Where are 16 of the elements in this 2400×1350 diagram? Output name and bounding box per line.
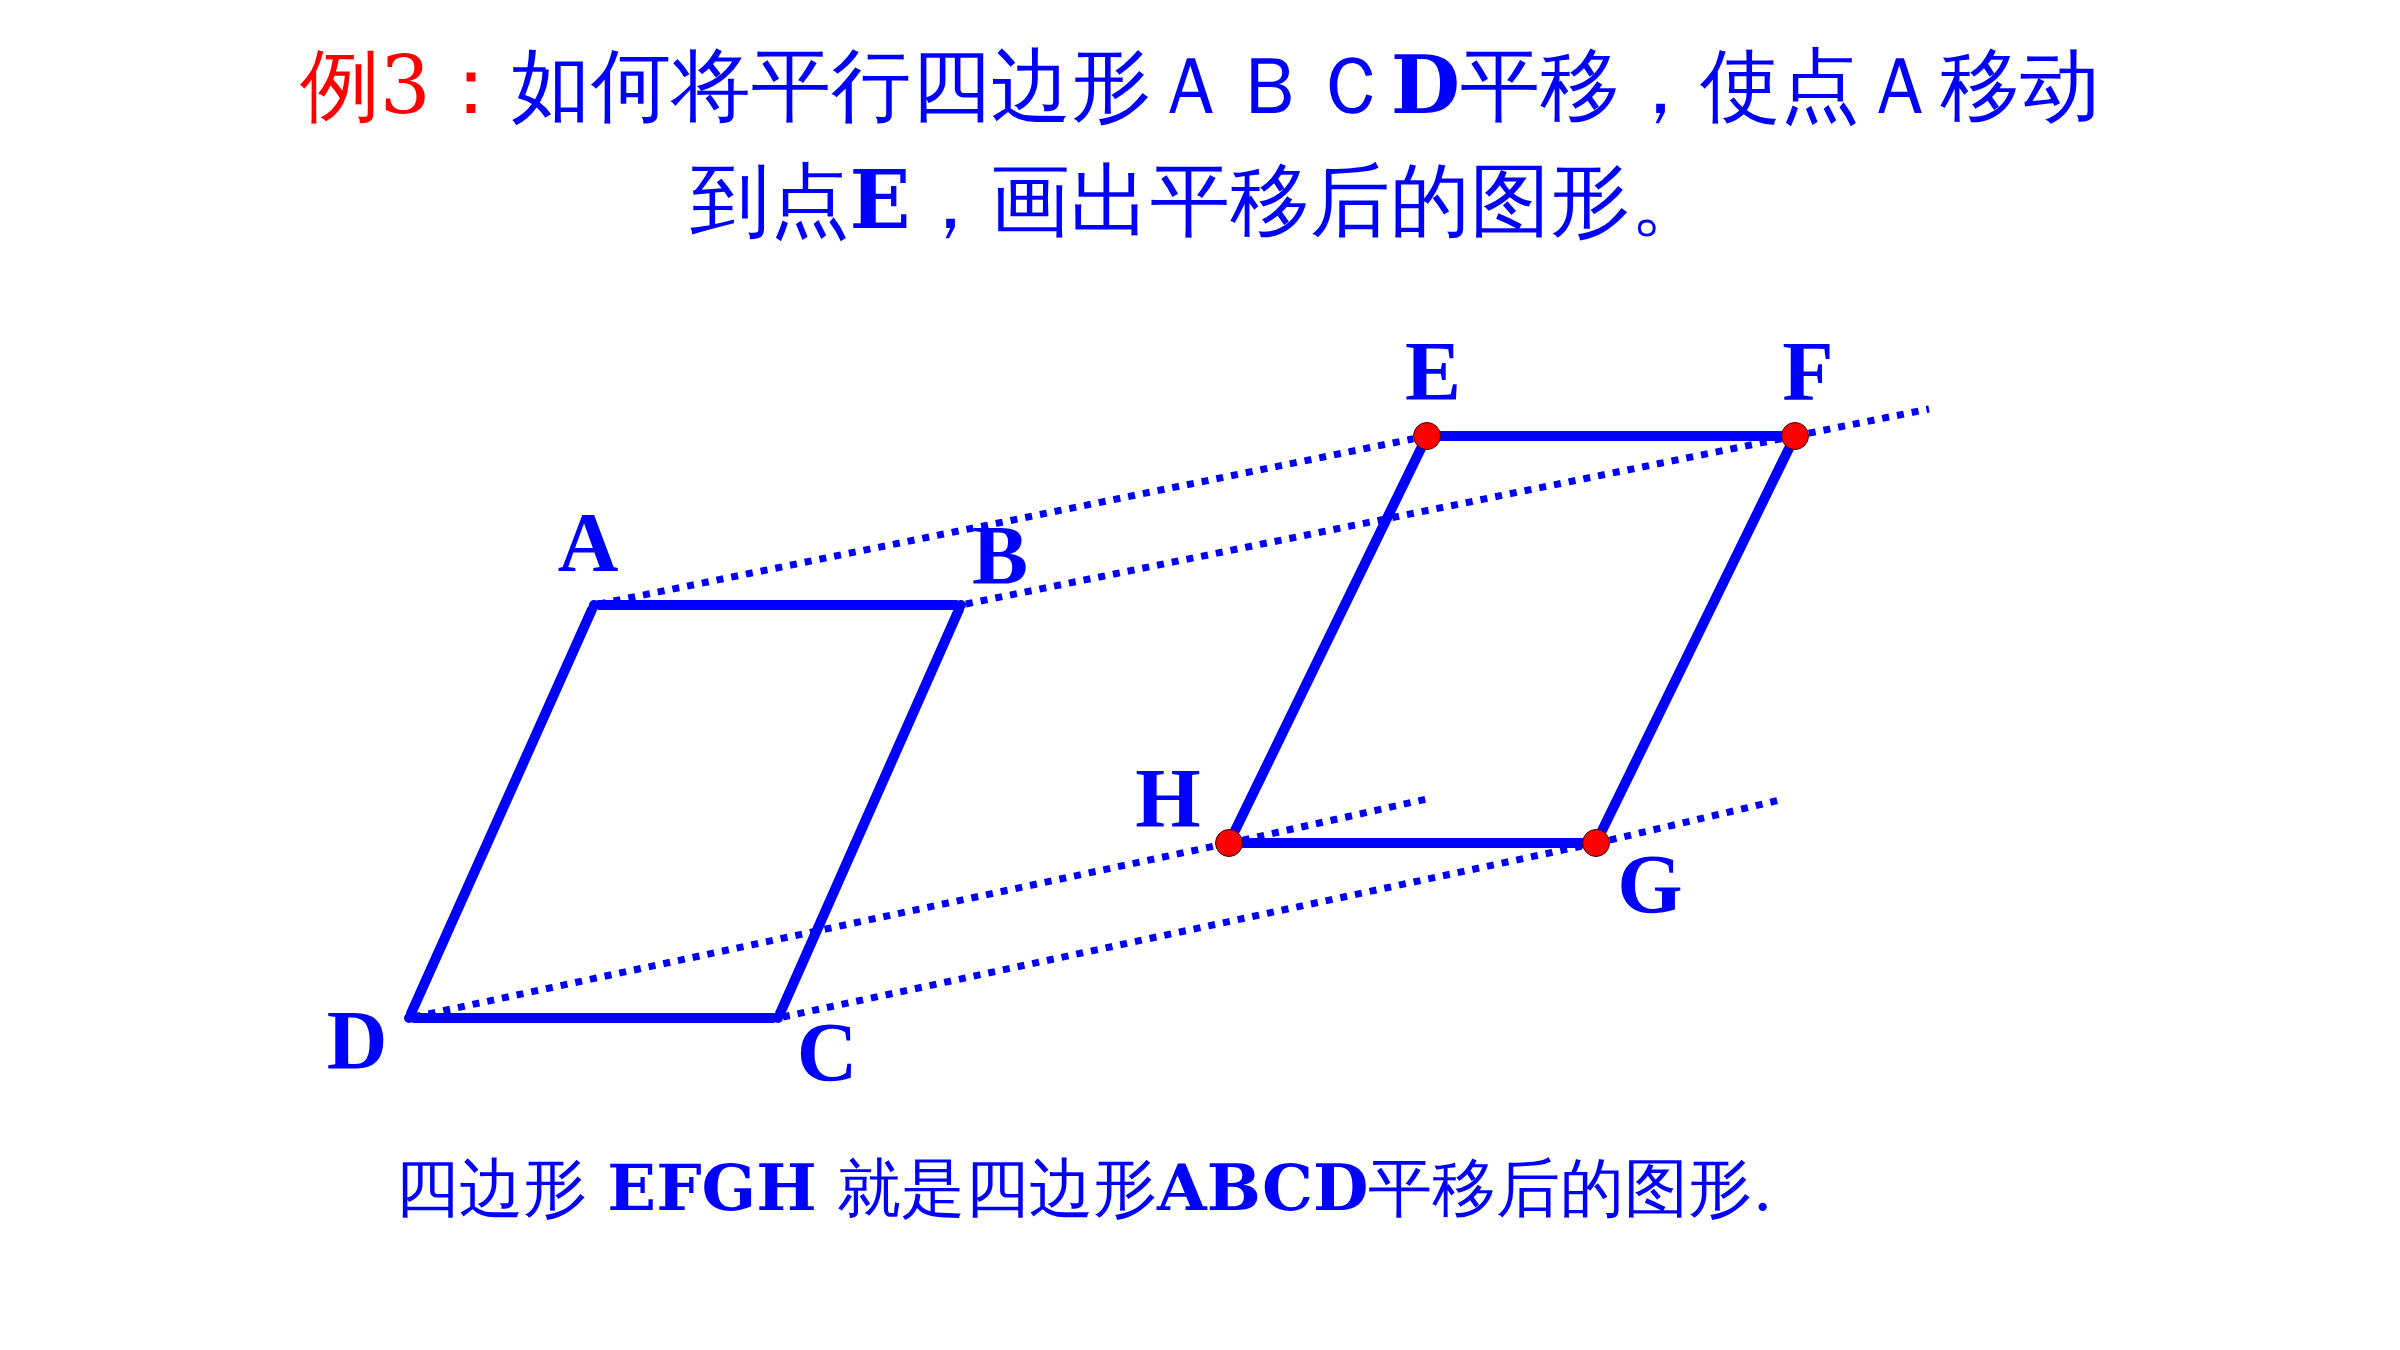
caption: 四边形 EFGH 就是四边形ABCD平移后的图形. — [395, 1150, 1773, 1227]
point-label: H — [1135, 757, 1201, 841]
point-label: A — [557, 501, 619, 585]
point-dot — [1413, 422, 1441, 450]
point-label: B — [972, 514, 1028, 598]
side-line — [594, 600, 961, 610]
point-dot — [1582, 829, 1610, 857]
point-label: G — [1617, 843, 1683, 927]
point-dot — [1215, 829, 1243, 857]
side-line — [409, 1013, 778, 1023]
point-label: F — [1782, 330, 1834, 414]
point-label: D — [326, 999, 388, 1083]
point-dot — [1781, 422, 1809, 450]
point-label: E — [1405, 330, 1461, 414]
point-label: C — [796, 1011, 858, 1095]
example-number: 例3： — [299, 39, 511, 132]
